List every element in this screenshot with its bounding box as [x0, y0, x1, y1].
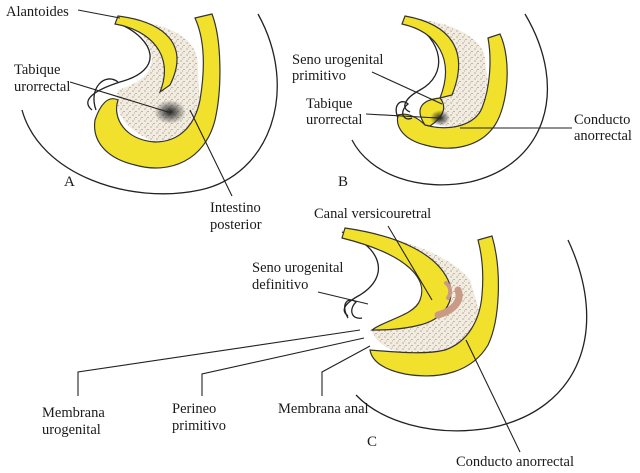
- panel-c-leader-conducto: [465, 339, 521, 453]
- label-canal: Canal versicouretral: [314, 206, 431, 222]
- panel-b-allantois: [401, 15, 460, 99]
- label-membrana-uro-1: Membrana: [42, 405, 105, 421]
- panel-b-leader-seno: [371, 71, 443, 105]
- panel-a-leader-alantoides: [77, 9, 121, 19]
- panel-a-allantois: [114, 15, 178, 94]
- label-seno-prim-1: Seno urogenital: [292, 52, 383, 68]
- panel-a-septum-shade: [154, 100, 186, 124]
- panel-b: Seno urogenital primitivo Tabique urorre…: [292, 13, 632, 190]
- label-seno-def-1: Seno urogenital: [252, 260, 343, 276]
- label-conducto-b-2: anorrectal: [574, 128, 632, 144]
- panel-a-leader-tabique: [69, 81, 169, 113]
- panel-b-membrane: [395, 101, 413, 120]
- panel-b-inner-curve: [404, 19, 440, 113]
- panel-c-membrane: [344, 299, 363, 319]
- panel-c-canal-tip: [444, 281, 453, 300]
- panel-c-leader-perineo: [201, 337, 365, 396]
- label-tabique-a-1: Tabique: [14, 62, 61, 78]
- panel-c-letter: C: [367, 434, 377, 450]
- panel-c-leader-membrana-anal: [321, 345, 371, 396]
- panel-b-body-wall: [351, 13, 548, 186]
- label-perineo-1: Perineo: [172, 401, 216, 417]
- panel-c-body-wall: [355, 239, 588, 432]
- panel-a: Alantoides Tabique urorrectal Intestino …: [6, 4, 278, 233]
- panel-c-urogenital: [341, 227, 452, 331]
- panel-b-septum-shade: [430, 110, 450, 126]
- label-tabique-b-2: urorrectal: [306, 112, 362, 128]
- panel-c: Canal versicouretral Seno urogenital def…: [42, 206, 588, 470]
- panel-c-canal-shape: [434, 286, 463, 319]
- label-membrana-uro-2: urogenital: [42, 422, 101, 438]
- panel-b-leader-tabique: [365, 113, 439, 119]
- panel-a-inner-curve: [87, 23, 151, 111]
- panel-b-mesenchyme: [410, 18, 490, 128]
- label-conducto-b-1: Conducto: [574, 112, 630, 128]
- panel-c-leader-canal: [387, 225, 433, 301]
- label-alantoides: Alantoides: [6, 4, 69, 20]
- label-intestino-2: posterior: [210, 217, 262, 233]
- panel-c-leader-membrana-uro: [77, 329, 361, 396]
- label-membrana-anal: Membrana anal: [278, 401, 369, 417]
- label-conducto-c: Conducto anorrectal: [456, 454, 574, 470]
- label-seno-def-2: definitivo: [252, 277, 308, 293]
- label-tabique-a-2: urorrectal: [14, 79, 70, 95]
- panel-a-cloacal-membrane: [93, 78, 119, 111]
- panel-a-hindgut: [93, 13, 221, 169]
- panel-a-body-wall: [21, 13, 278, 195]
- label-intestino-1: Intestino: [210, 200, 261, 216]
- panel-c-leader-seno: [317, 291, 369, 305]
- label-perineo-2: primitivo: [172, 418, 226, 434]
- label-tabique-b-1: Tabique: [306, 96, 353, 112]
- label-seno-prim-2: primitivo: [292, 68, 346, 84]
- panel-a-letter: A: [64, 174, 75, 190]
- panel-a-leader-intestino: [189, 109, 233, 197]
- panel-b-letter: B: [338, 174, 348, 190]
